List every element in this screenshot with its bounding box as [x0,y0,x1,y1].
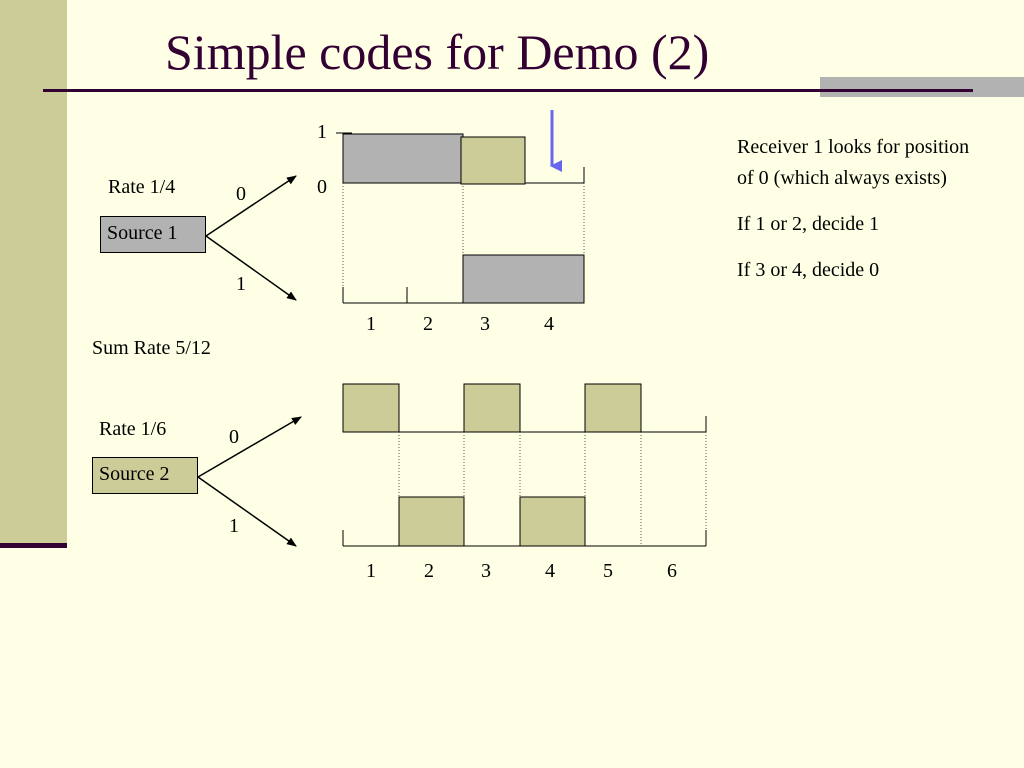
source2-branch-0-arrow [197,416,302,478]
receiver-notes: Receiver 1 looks for position of 0 (whic… [737,132,977,301]
source2-box: Source 2 [92,457,198,494]
source1-box: Source 1 [100,216,206,253]
source2-branch-1-label: 1 [229,515,239,537]
sum-rate-label: Sum Rate 5/12 [92,337,211,359]
source1-codeword-0-block-1 [342,133,464,184]
source1-timing [336,132,585,304]
note-receiver: Receiver 1 looks for position of 0 (whic… [737,136,970,189]
source2-position-label: 4 [545,560,555,582]
source1-position-label: 2 [423,313,433,335]
note-decide-1: If 1 or 2, decide 1 [737,213,880,235]
page-title: Simple codes for Demo (2) [165,24,710,80]
source2-position-label: 2 [424,560,434,582]
source2-rate-label: Rate 1/6 [99,418,167,440]
source2-timing [342,383,707,547]
source1-rate-label: Rate 1/4 [108,176,176,198]
source1-level-1-label: 1 [317,121,327,143]
source2-position-label: 3 [481,560,491,582]
title-rule [43,89,973,92]
source2-position-label: 1 [366,560,376,582]
source1-position-label: 1 [366,313,376,335]
source2-codeword-1-block-4 [519,496,586,547]
source2-position-label: 6 [667,560,677,582]
sidebar-rule [0,543,67,548]
source1-position-label: 3 [480,313,490,335]
source2-codeword-1-block-2 [398,496,465,547]
source2-position-label: 5 [603,560,613,582]
source1-level-0-label: 0 [317,176,327,198]
source2-branch-1-arrow [197,476,297,547]
source1-position-label: 4 [544,313,554,335]
note-decide-0: If 3 or 4, decide 0 [737,259,880,281]
source2-codeword-0-block-5 [584,383,642,433]
source1-branch-0-arrow [205,175,297,237]
source1-codeword-1-block [462,254,585,304]
source2-branch-0-label: 0 [229,426,239,448]
source1-branch-1-arrow [205,235,297,301]
source1-branch-1-label: 1 [236,273,246,295]
source1-branch-0-label: 0 [236,183,246,205]
source2-codeword-0-block-1 [342,383,400,433]
source2-codeword-0-block-3 [463,383,521,433]
source1-codeword-0-block-2 [460,136,526,185]
title-rule-accent [820,77,1024,97]
